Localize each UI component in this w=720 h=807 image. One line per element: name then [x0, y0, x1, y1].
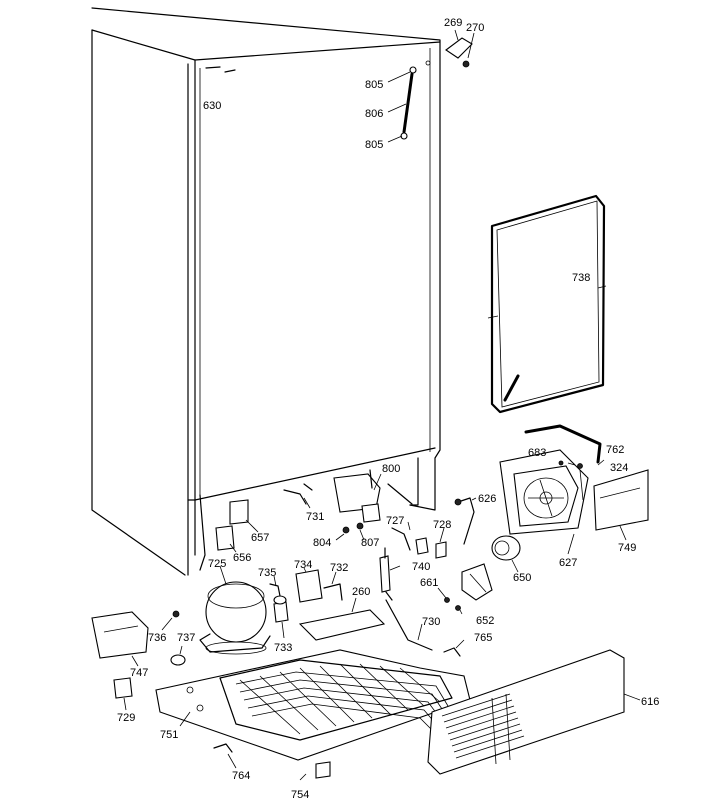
- rear-grille: [427, 649, 641, 775]
- callout-762: 762: [606, 444, 624, 456]
- compressor-electrical: [269, 567, 343, 639]
- callout-260: 260: [352, 586, 370, 598]
- callout-807: 807: [361, 537, 379, 549]
- callout-733: 733: [274, 642, 292, 654]
- callout-735: 735: [258, 567, 276, 579]
- callout-734: 734: [294, 559, 312, 571]
- callout-661: 661: [420, 577, 438, 589]
- callout-630: 630: [203, 100, 221, 112]
- callout-751: 751: [160, 729, 178, 741]
- callout-652: 652: [476, 615, 494, 627]
- callout-738: 738: [572, 272, 590, 284]
- callout-740: 740: [412, 561, 430, 573]
- condenser-fan-blade: [437, 563, 493, 615]
- defrost-thermostat-harness: [454, 497, 477, 545]
- callout-627: 627: [559, 557, 577, 569]
- callout-683: 683: [528, 447, 546, 459]
- callout-269: 269: [444, 17, 462, 29]
- callout-730: 730: [422, 616, 440, 628]
- clip-765: [443, 639, 465, 657]
- callout-749: 749: [618, 542, 636, 554]
- callout-270: 270: [466, 22, 484, 34]
- callout-800: 800: [382, 463, 400, 475]
- callout-736: 736: [148, 632, 166, 644]
- callout-806: 806: [365, 108, 383, 120]
- callout-656: 656: [233, 552, 251, 564]
- callout-732: 732: [330, 562, 348, 574]
- screw-764: [213, 743, 237, 769]
- refrigerator-cabinet: [91, 7, 441, 576]
- callout-765: 765: [474, 632, 492, 644]
- callout-labels: 269 270 805 806 805 630 738 762 683 324 …: [117, 17, 659, 801]
- callout-725: 725: [208, 558, 226, 570]
- callout-804: 804: [313, 537, 331, 549]
- callout-728: 728: [433, 519, 451, 531]
- callout-729: 729: [117, 712, 135, 724]
- panel-754: [299, 761, 331, 781]
- compressor: [199, 565, 271, 655]
- left-accessories: [91, 610, 186, 711]
- small-fittings: [335, 521, 447, 559]
- callout-616: 616: [641, 696, 659, 708]
- callout-727: 727: [386, 515, 404, 527]
- callout-650: 650: [513, 572, 531, 584]
- relay-wire: [283, 483, 313, 509]
- water-valve: [333, 469, 413, 523]
- drier: [379, 547, 401, 601]
- callout-747: 747: [130, 667, 148, 679]
- callout-764: 764: [232, 770, 250, 782]
- base-pan-and-condenser: [155, 649, 471, 761]
- callout-657: 657: [251, 532, 269, 544]
- door-gasket: [487, 194, 607, 414]
- evaporator-fan-assembly: [499, 424, 649, 555]
- callout-737: 737: [177, 632, 195, 644]
- callout-626: 626: [478, 493, 496, 505]
- mounting-brackets: [215, 499, 259, 553]
- callout-805-top: 805: [365, 79, 383, 91]
- callout-805-bottom: 805: [365, 139, 383, 151]
- hinge-parts: [445, 29, 475, 68]
- callout-731: 731: [306, 511, 324, 523]
- callout-324: 324: [610, 462, 628, 474]
- door-handle-rod: [387, 66, 417, 143]
- evaporator-fan-motor: [491, 535, 521, 573]
- callout-754: 754: [291, 789, 309, 801]
- condenser-assembly: [298, 597, 433, 651]
